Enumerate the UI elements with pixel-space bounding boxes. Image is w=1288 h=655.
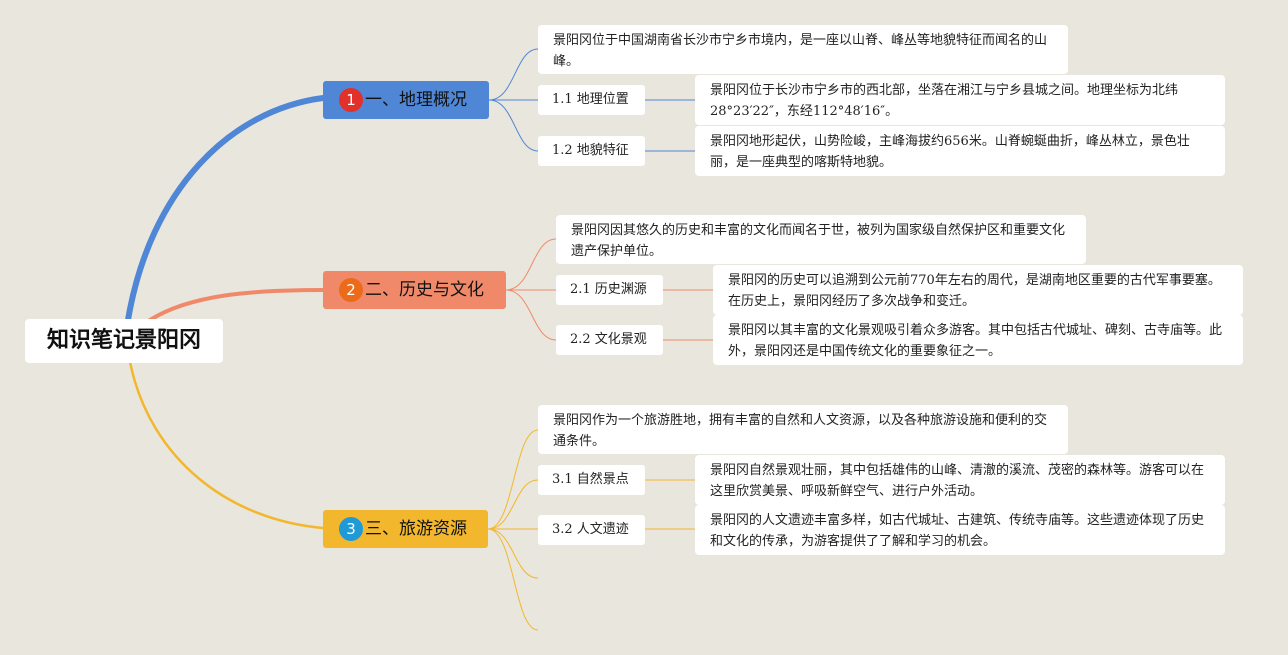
subtopic-2-2[interactable]: 2.2 文化景观	[556, 325, 663, 355]
branch-topic-3[interactable]: 3 三、旅游资源	[323, 510, 488, 548]
root-topic[interactable]: 知识笔记景阳冈	[25, 319, 223, 363]
subtopic-3-2-detail-card[interactable]: 景阳冈的人文遗迹丰富多样，如古代城址、古建筑、传统寺庙等。这些遗迹体现了历史和文…	[695, 505, 1225, 555]
number-badge-icon: 3	[339, 517, 363, 541]
branch-1-summary-card[interactable]: 景阳冈位于中国湖南省长沙市宁乡市境内，是一座以山脊、峰丛等地貌特征而闻名的山峰。	[538, 25, 1068, 74]
branch-label: 二、历史与文化	[365, 280, 484, 300]
subtopic-1-2[interactable]: 1.2 地貌特征	[538, 136, 645, 166]
branch-topic-1[interactable]: 1 一、地理概况	[323, 81, 489, 119]
subtopic-1-1[interactable]: 1.1 地理位置	[538, 85, 645, 115]
root-to-branch2-line	[148, 288, 325, 322]
branch-3-summary-card[interactable]: 景阳冈作为一个旅游胜地，拥有丰富的自然和人文资源，以及各种旅游设施和便利的交通条…	[538, 405, 1068, 454]
subtopic-1-2-detail-card[interactable]: 景阳冈地形起伏，山势险峻，主峰海拔约656米。山脊蜿蜒曲折，峰丛林立，景色壮丽，…	[695, 126, 1225, 176]
subtopic-1-1-detail-card[interactable]: 景阳冈位于长沙市宁乡市的西北部，坐落在湘江与宁乡县城之间。地理坐标为北纬28°2…	[695, 75, 1225, 125]
subtopic-2-2-detail-card[interactable]: 景阳冈以其丰富的文化景观吸引着众多游客。其中包括古代城址、碑刻、古寺庙等。此外，…	[713, 315, 1243, 365]
subtopic-2-1-detail-card[interactable]: 景阳冈的历史可以追溯到公元前770年左右的周代，是湖南地区重要的古代军事要塞。在…	[713, 265, 1243, 315]
branch-2-summary-card[interactable]: 景阳冈因其悠久的历史和丰富的文化而闻名于世，被列为国家级自然保护区和重要文化遗产…	[556, 215, 1086, 264]
number-badge-icon: 1	[339, 88, 363, 112]
subtopic-3-1-detail-card[interactable]: 景阳冈自然景观壮丽，其中包括雄伟的山峰、清澈的溪流、茂密的森林等。游客可以在这里…	[695, 455, 1225, 505]
branch-topic-2[interactable]: 2 二、历史与文化	[323, 271, 506, 309]
branch3-connectors	[487, 429, 695, 631]
branch1-connectors	[488, 48, 695, 152]
subtopic-3-2[interactable]: 3.2 人文遗迹	[538, 515, 645, 545]
root-to-branch3-line	[128, 360, 325, 530]
branch-label: 一、地理概况	[365, 90, 467, 110]
subtopic-2-1[interactable]: 2.1 历史渊源	[556, 275, 663, 305]
number-badge-icon: 2	[339, 278, 363, 302]
branch2-connectors	[505, 238, 713, 341]
subtopic-3-1[interactable]: 3.1 自然景点	[538, 465, 645, 495]
root-to-branch1-line	[125, 95, 326, 323]
branch-label: 三、旅游资源	[365, 519, 467, 539]
